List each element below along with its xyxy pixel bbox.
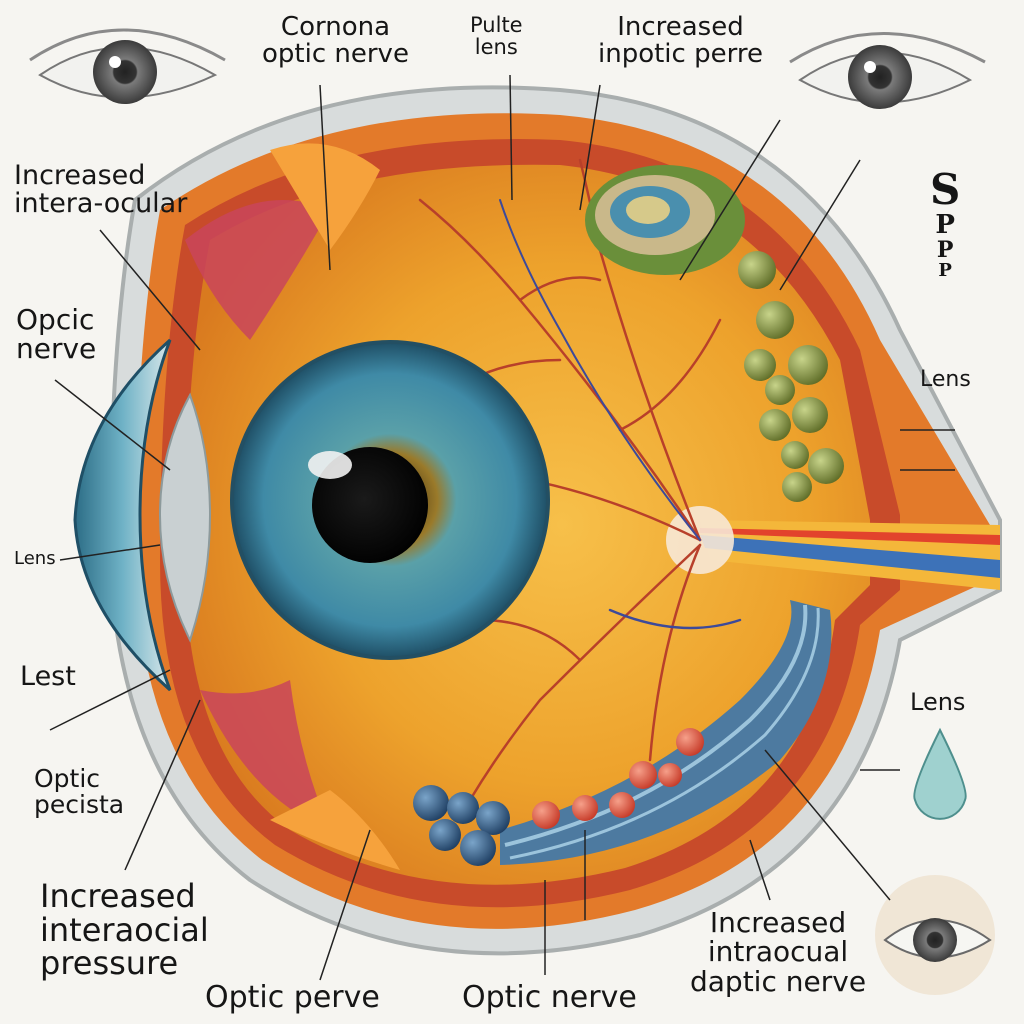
label-line: Pulte bbox=[470, 14, 523, 36]
label-line: P bbox=[930, 239, 960, 262]
label-line: inpotic perre bbox=[598, 41, 763, 68]
label-lest: Lest bbox=[20, 663, 76, 691]
label-spp: S P P P bbox=[930, 168, 960, 281]
label-optic-nerve-bottom: Optic nerve bbox=[462, 982, 637, 1014]
spiral-structure bbox=[585, 165, 745, 275]
label-line: lens bbox=[470, 36, 523, 58]
label-optic-perve: Optic perve bbox=[205, 982, 380, 1014]
label-increased-inpotic-perre: Increased inpotic perre bbox=[598, 14, 763, 69]
label-optic-pecista: Optic pecista bbox=[34, 766, 124, 819]
label-line: P bbox=[930, 262, 960, 281]
label-line: Increased bbox=[598, 14, 763, 41]
label-line: intraocual bbox=[690, 937, 866, 966]
label-line: Increased bbox=[690, 908, 866, 937]
sketch-eye-top-left bbox=[30, 30, 225, 104]
label-opcic-nerve: Opcic nerve bbox=[16, 305, 96, 364]
label-lens-right-1: Lens bbox=[920, 368, 971, 391]
sketch-eye-bottom-right bbox=[875, 875, 995, 995]
label-line: pecista bbox=[34, 792, 124, 818]
label-line: Optic bbox=[34, 766, 124, 792]
label-pulte-lens: Pulte lens bbox=[470, 14, 523, 58]
label-line: pressure bbox=[40, 947, 209, 981]
label-line: Cornona bbox=[262, 14, 409, 41]
label-line: Opcic bbox=[16, 305, 96, 334]
label-line: nerve bbox=[16, 334, 96, 363]
label-line: S bbox=[930, 168, 960, 212]
label-line: intera-ocular bbox=[14, 190, 187, 218]
label-line: P bbox=[930, 212, 960, 239]
label-increased-intraocual-daptic-nerve: Increased intraocual daptic nerve bbox=[690, 908, 866, 996]
label-lens-right-2: Lens bbox=[910, 690, 965, 715]
label-cornona-optic-nerve: Cornona optic nerve bbox=[262, 14, 409, 69]
label-line: interaocial bbox=[40, 914, 209, 948]
sketch-eye-top-right bbox=[790, 34, 985, 110]
label-line: Increased bbox=[14, 162, 187, 190]
iris bbox=[232, 342, 548, 658]
label-line: Increased bbox=[40, 880, 209, 914]
label-increased-intera-ocular: Increased intera-ocular bbox=[14, 162, 187, 219]
label-increased-interaocial-pressure: Increased interaocial pressure bbox=[40, 880, 209, 981]
label-line: optic nerve bbox=[262, 41, 409, 68]
tear-drop-icon bbox=[914, 730, 965, 819]
label-lens-left: Lens bbox=[14, 550, 56, 569]
label-line: daptic nerve bbox=[690, 967, 866, 996]
